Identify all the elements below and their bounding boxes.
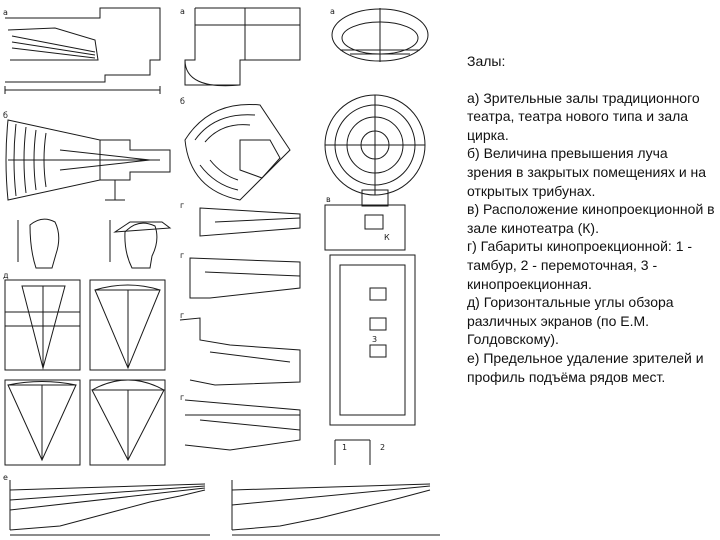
architectural-drawings: а а а <box>3 7 440 536</box>
seating-profile-drawing <box>9 480 440 536</box>
figure-label-d: д <box>3 271 9 280</box>
figure-label-a2: а <box>180 7 185 16</box>
figure-label-g: г <box>180 201 184 210</box>
circus-round-plan-drawing <box>324 94 426 207</box>
figure-label-e: е <box>3 473 8 482</box>
figure-label-a: а <box>3 8 8 17</box>
figure-label-b2: б <box>180 97 185 106</box>
cinema-projection-plan-drawing <box>324 204 416 465</box>
projection-booth-sections-drawing <box>179 207 301 451</box>
round-hall-plan-drawing <box>184 103 291 201</box>
new-theatre-plan-drawing <box>184 7 301 87</box>
fan-hall-plan-drawing <box>5 119 171 201</box>
caption-item-g: г) Габариты кинопроекционной: 1 - тамбур… <box>467 238 693 292</box>
room-label-3: 3 <box>372 335 377 344</box>
caption-item-d: д) Горизонтальные углы обзора различных … <box>467 294 674 348</box>
theatre-section-drawing <box>4 7 161 94</box>
viewing-angles-drawing <box>4 279 166 466</box>
figure-label-g2: г <box>180 251 184 260</box>
caption-panel: Залы: а) Зрительные залы традиционного т… <box>467 52 715 386</box>
room-label-2: 2 <box>380 443 385 452</box>
caption-item-a: а) Зрительные залы традиционного театра,… <box>467 89 700 143</box>
caption-item-e: е) Предельное удаление зрителей и профил… <box>467 349 704 385</box>
sightline-heads-drawing <box>17 218 172 269</box>
figure-label-a3: а <box>330 7 335 16</box>
circus-hall-drawing <box>331 8 429 62</box>
caption-item-v: в) Расположение кинопроекционной в зале … <box>467 201 715 236</box>
figure-label-b: б <box>3 111 8 120</box>
room-label-1: 1 <box>342 443 347 452</box>
figure-label-g4: г <box>180 393 184 402</box>
caption-title: Залы: <box>467 53 506 69</box>
caption-item-b: б) Величина превышения луча зрения в зак… <box>467 145 707 199</box>
figure-label-v: в <box>326 195 331 204</box>
figure-label-g3: г <box>180 311 184 320</box>
label-k: К <box>384 233 390 242</box>
